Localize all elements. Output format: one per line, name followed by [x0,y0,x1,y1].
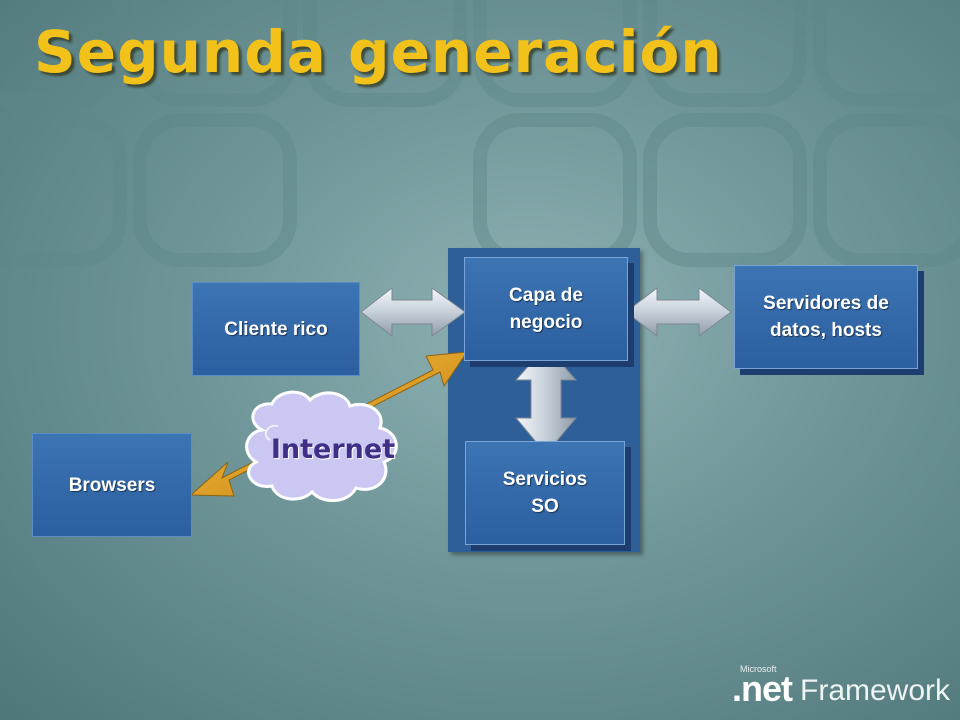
servidores-line2: datos, hosts [770,320,882,341]
servicios-so-line2: SO [531,496,559,517]
capa-negocio-box: Capa de negocio [464,257,628,361]
logo-framework-text: Framework [800,674,951,707]
browsers-box: Browsers [32,433,192,537]
browsers-label: Browsers [68,474,156,496]
servidores-box: Servidores de datos, hosts [734,265,918,369]
internet-label: Internet [270,434,396,465]
servicios-so-line1: Servicios [502,469,588,490]
slide-title: Segunda generación [34,18,723,86]
servidores-line1: Servidores de [763,293,889,314]
servicios-so-box: Servicios SO [465,441,625,545]
capa-negocio-line2: negocio [509,312,583,333]
capa-negocio-line1: Capa de [509,285,583,306]
cliente-rico-label: Cliente rico [224,318,328,340]
net-framework-logo: Microsoft .net Framework [730,662,950,712]
logo-net-text: .net [732,668,793,709]
logo-microsoft-text: Microsoft [740,664,777,674]
cliente-rico-box: Cliente rico [192,282,360,376]
